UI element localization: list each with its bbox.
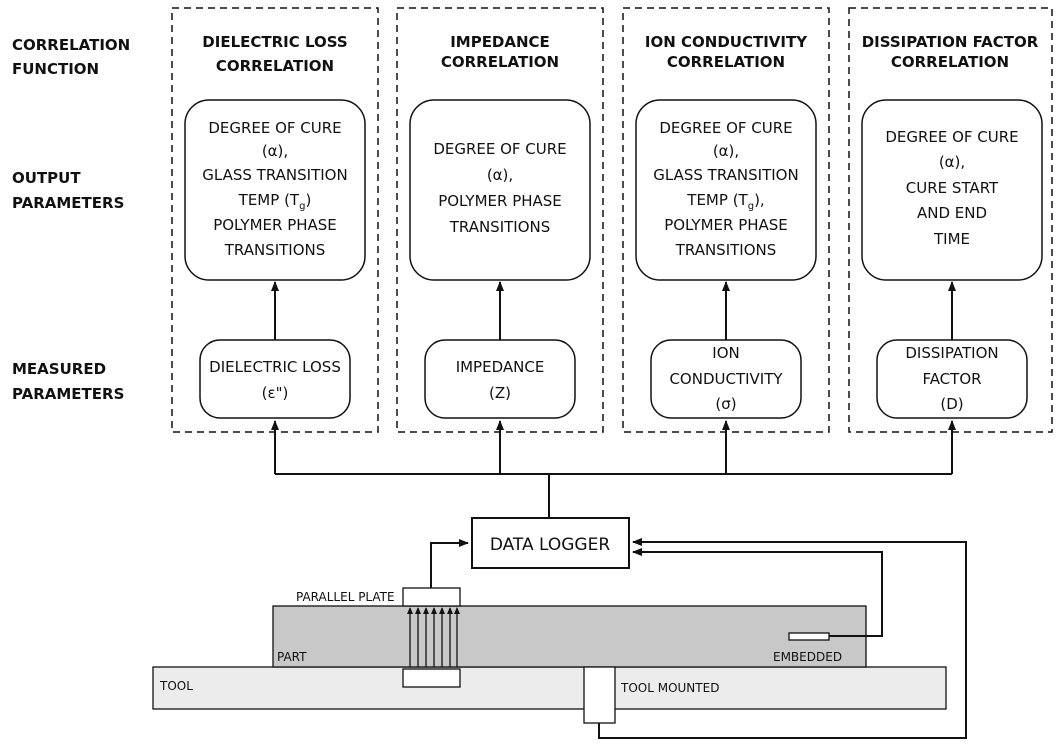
row-label-line: OUTPUT (12, 169, 81, 187)
part-body (272, 605, 867, 668)
tool: TOOL (152, 666, 947, 710)
measured-line: CONDUCTIVITY (669, 370, 783, 388)
part: PART (272, 605, 867, 668)
output-parameters-box (184, 99, 366, 281)
output-line: TIME (933, 230, 970, 248)
bottom-plate (402, 668, 461, 688)
part-label: PART (277, 650, 307, 664)
output-line: POLYMER PHASE (213, 216, 337, 234)
tool-mounted-sensor-element (583, 666, 616, 724)
embedded-sensor-element (788, 632, 830, 641)
output-parameters-box (861, 99, 1043, 281)
column-impedance: IMPEDANCE CORRELATION DEGREE OF CURE (α)… (396, 7, 604, 433)
output-line: DEGREE OF CURE (885, 128, 1018, 146)
output-line: TRANSITIONS (449, 218, 551, 236)
tool-label: TOOL (159, 679, 193, 693)
tool-body (152, 666, 947, 710)
row-label-measured-parameters: MEASURED PARAMETERS (12, 360, 124, 403)
measured-line: DIELECTRIC LOSS (209, 358, 341, 376)
output-line: DEGREE OF CURE (208, 119, 341, 137)
data-distribution-connector (271, 420, 956, 518)
output-line: (α), (487, 166, 513, 184)
measured-line: FACTOR (922, 370, 981, 388)
data-logger-label: DATA LOGGER (490, 535, 611, 555)
measured-line: (σ) (715, 395, 736, 413)
embedded-label: EMBEDDED (773, 650, 842, 664)
row-label-line: MEASURED (12, 360, 106, 378)
row-label-line: CORRELATION (12, 36, 130, 54)
embedded-signal-line (632, 548, 883, 637)
column-title-line: DIELECTRIC LOSS (202, 33, 347, 51)
output-line: GLASS TRANSITION (202, 166, 347, 184)
column-title-line: CORRELATION (891, 53, 1009, 71)
measured-line: DISSIPATION (905, 344, 998, 362)
output-line: AND END (917, 204, 987, 222)
tool-mounted-signal-line (598, 538, 967, 739)
output-parameters-box (409, 99, 591, 281)
measured-parameter-box (650, 339, 802, 419)
output-line: CURE START (906, 179, 999, 197)
output-line: (α), (262, 142, 288, 160)
measured-line: IMPEDANCE (456, 358, 545, 376)
tool-mounted-label: TOOL MOUNTED (620, 681, 719, 695)
output-line: TRANSITIONS (675, 241, 777, 259)
parallel-plate-label: PARALLEL PLATE (296, 590, 395, 604)
column-title-line: CORRELATION (441, 53, 559, 71)
output-line: DEGREE OF CURE (659, 119, 792, 137)
parallel-plate-signal-line (430, 539, 469, 588)
data-logger: DATA LOGGER (471, 517, 630, 569)
column-title-line: DISSIPATION FACTOR (862, 33, 1039, 51)
top-plate (402, 587, 461, 607)
measured-parameter-box (424, 339, 576, 419)
measured-line: ION (712, 344, 739, 362)
data-logger-box (471, 517, 630, 569)
row-label-output-parameters: OUTPUT PARAMETERS (12, 169, 124, 212)
output-line: POLYMER PHASE (664, 216, 788, 234)
column-dielectric-loss: DIELECTRIC LOSS CORRELATION DEGREE OF CU… (171, 7, 379, 433)
tool-mounted-sensor: TOOL MOUNTED (583, 538, 967, 739)
electric-field-arrows (407, 607, 460, 667)
output-line: TRANSITIONS (224, 241, 326, 259)
measured-line: (ε") (262, 384, 289, 402)
row-label-line: PARAMETERS (12, 194, 124, 212)
output-line: POLYMER PHASE (438, 192, 562, 210)
row-label-line: FUNCTION (12, 60, 99, 78)
measured-parameter-box (876, 339, 1028, 419)
column-ion-conductivity: ION CONDUCTIVITY CORRELATION DEGREE OF C… (622, 7, 830, 433)
output-line: DEGREE OF CURE (433, 140, 566, 158)
dashed-frame (848, 7, 1053, 433)
parallel-plate-sensor: PARALLEL PLATE (296, 539, 469, 688)
embedded-sensor: EMBEDDED (632, 548, 883, 664)
row-label-correlation-function: CORRELATION FUNCTION (12, 36, 130, 78)
column-title-line: CORRELATION (667, 53, 785, 71)
row-label-line: PARAMETERS (12, 385, 124, 403)
output-parameters-box (635, 99, 817, 281)
output-line-tg: TEMP (Tg), (686, 191, 764, 212)
output-line: (α), (713, 142, 739, 160)
column-dissipation-factor: DISSIPATION FACTOR CORRELATION DEGREE OF… (848, 7, 1053, 433)
output-line-tg: TEMP (Tg) (238, 191, 312, 212)
column-title-line: CORRELATION (216, 57, 334, 75)
column-title-line: ION CONDUCTIVITY (645, 33, 808, 51)
measured-line: (Z) (489, 384, 511, 402)
output-line: GLASS TRANSITION (653, 166, 798, 184)
measured-line: (D) (940, 395, 963, 413)
measured-parameter-box (199, 339, 351, 419)
output-line: (α), (939, 153, 965, 171)
column-title-line: IMPEDANCE (450, 33, 550, 51)
